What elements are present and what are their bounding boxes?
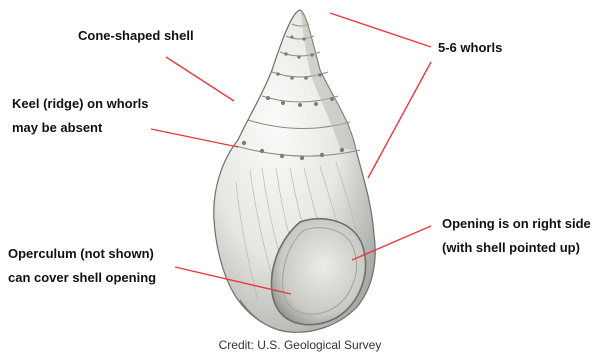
leader-line-whorls-top — [330, 13, 431, 47]
label-opening-line-1: Opening is on right side — [442, 212, 591, 236]
label-cone-text: Cone-shaped shell — [78, 24, 194, 48]
label-keel: Keel (ridge) on whorls may be absent — [12, 92, 149, 140]
label-keel-line-1: Keel (ridge) on whorls — [12, 92, 149, 116]
label-keel-line-2: may be absent — [12, 116, 149, 140]
leader-line-whorls-bottom — [368, 62, 431, 178]
label-opening: Opening is on right side (with shell poi… — [442, 212, 591, 260]
label-operculum-line-1: Operculum (not shown) — [8, 242, 156, 266]
label-operculum: Operculum (not shown) can cover shell op… — [8, 242, 156, 290]
leader-line-cone — [166, 57, 234, 101]
label-whorls-text: 5-6 whorls — [438, 36, 502, 60]
label-opening-line-2: (with shell pointed up) — [442, 236, 591, 260]
image-credit: Credit: U.S. Geological Survey — [0, 338, 600, 352]
leader-line-keel — [151, 129, 238, 147]
label-whorls: 5-6 whorls — [438, 36, 502, 60]
label-operculum-line-2: can cover shell opening — [8, 266, 156, 290]
label-cone-shaped-shell: Cone-shaped shell — [78, 24, 194, 48]
